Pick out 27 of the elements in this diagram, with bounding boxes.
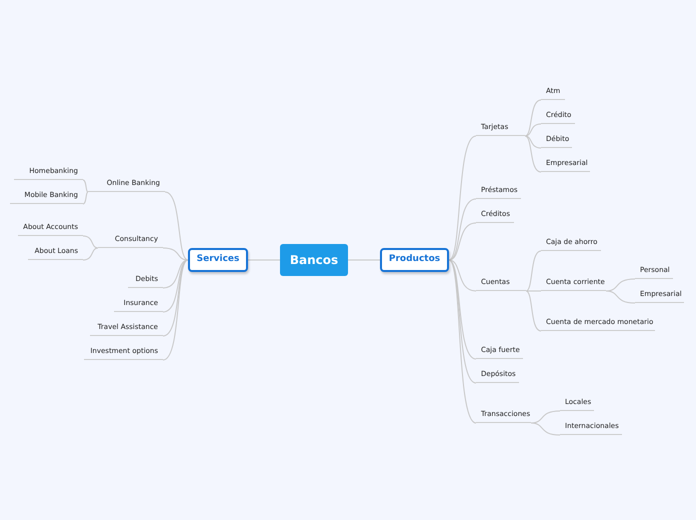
connector-line (448, 222, 476, 260)
connector-line (448, 260, 476, 360)
connector-line (524, 124, 542, 136)
connector-line (526, 290, 542, 292)
connector-line (530, 422, 560, 436)
connector-line (162, 248, 188, 260)
connector-line (82, 192, 88, 204)
connector-line (82, 248, 98, 260)
main-topic-box: Productos (380, 248, 449, 272)
connector-line (524, 136, 542, 172)
connector-line (524, 100, 542, 136)
connector-line (524, 136, 542, 148)
connector-line (448, 198, 476, 260)
connector-line (82, 236, 98, 248)
connector-line (164, 192, 188, 260)
connector-line (526, 250, 542, 292)
central-topic-box: Bancos (280, 244, 348, 276)
connector-line (526, 290, 542, 332)
connector-line (162, 260, 188, 288)
connector-line (448, 136, 476, 260)
connector-line (606, 290, 636, 304)
connector-line (162, 260, 188, 360)
connector-line (162, 260, 188, 312)
connector-line (82, 180, 88, 192)
main-topic-box: Services (188, 248, 248, 272)
connector-line (448, 260, 476, 292)
connector-line (448, 260, 476, 424)
